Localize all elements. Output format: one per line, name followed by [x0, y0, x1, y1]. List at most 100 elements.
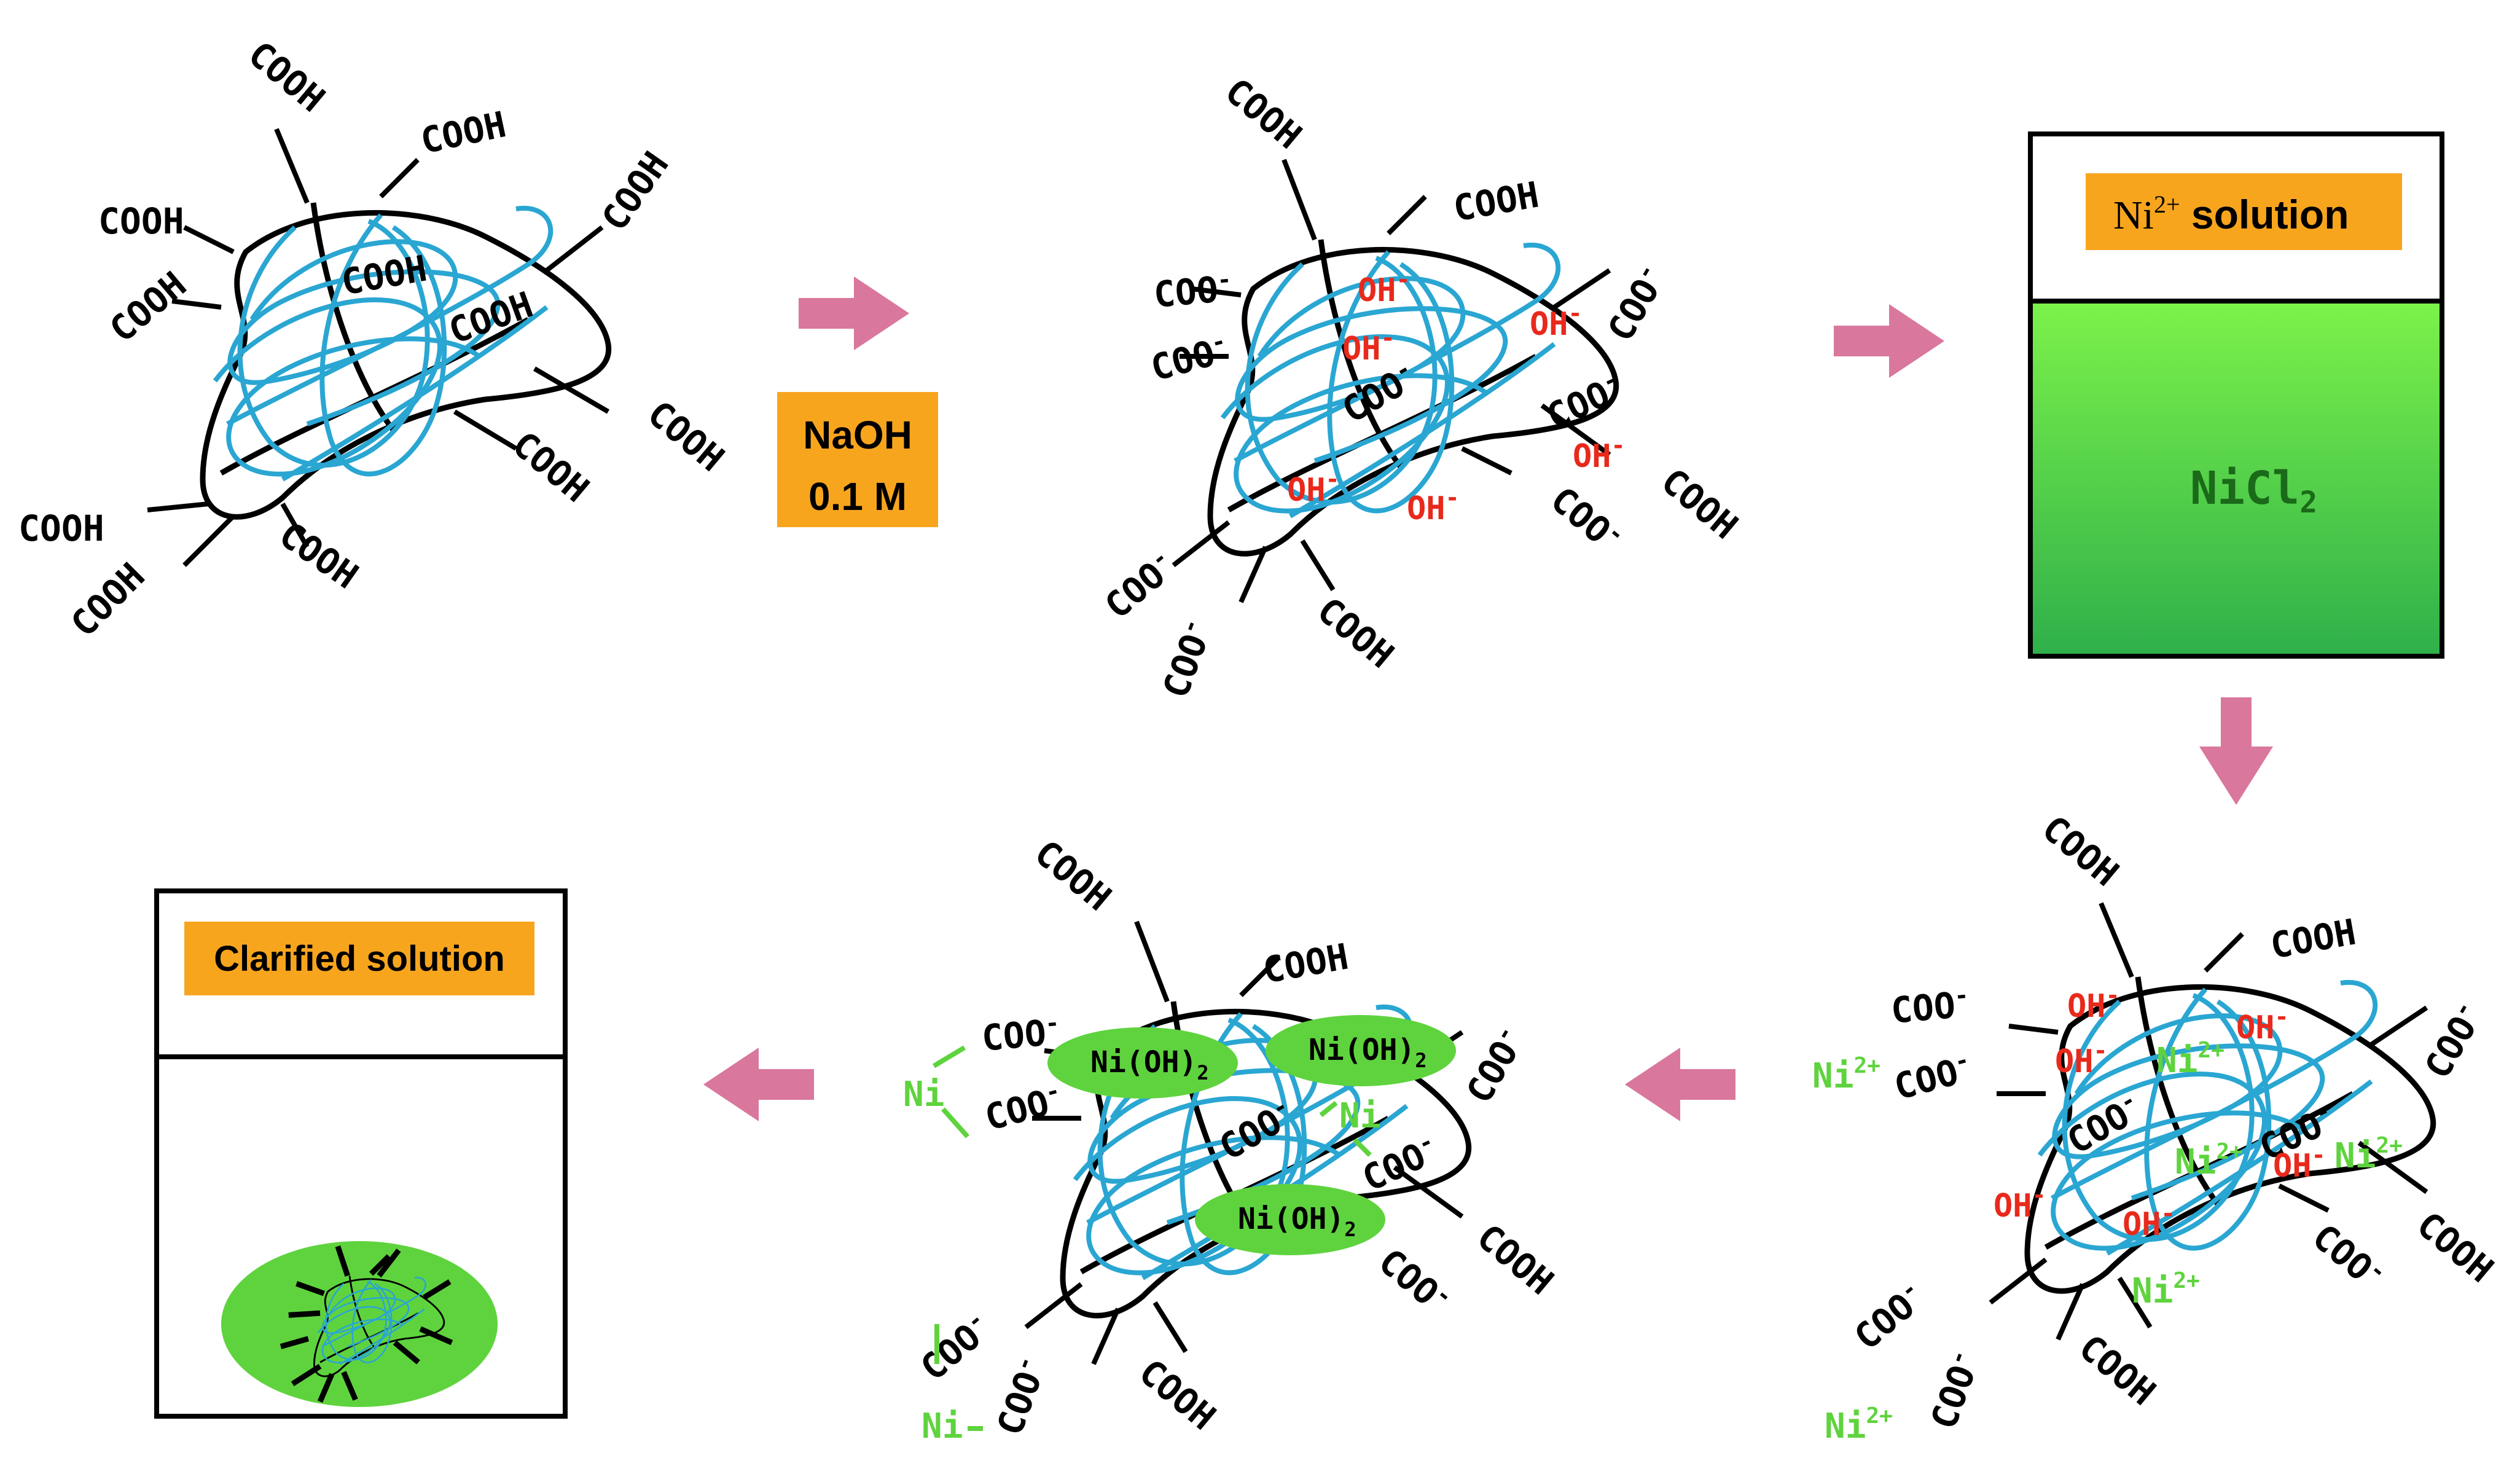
- cooh-group: COOH: [1450, 174, 1542, 230]
- nickel-hydroxide-particles: Ni(OH)2 Ni(OH)2 Ni(OH)2: [1047, 1015, 1456, 1255]
- nickel-bridges: Ni Ni Ni: [903, 1045, 1380, 1446]
- negative-charge: -: [1951, 1046, 1971, 1075]
- coo-group: COO-: [1095, 543, 1183, 627]
- negative-charge: -: [1446, 484, 1460, 511]
- negative-charge: -: [1326, 466, 1340, 493]
- nickel-atom: Ni: [903, 1075, 944, 1115]
- nickel-ions: Ni2+ Ni2+ Ni2+ Ni2+ Ni2+ Ni2+: [1812, 1038, 2403, 1446]
- beaker-nickel-solution: Ni2+ solution NiCl2: [2028, 131, 2444, 659]
- nickel-hydroxide-label: Ni(OH)2: [1309, 1033, 1427, 1072]
- hydroxide-ion: OH-: [2273, 1142, 2326, 1185]
- cooh-group: COOH: [1027, 832, 1119, 919]
- coo-group: COO-: [1889, 981, 1971, 1032]
- hydroxide-ion: OH-: [1358, 266, 1411, 309]
- cooh-group: COOH: [640, 393, 732, 480]
- hydroxide-ion: OH-: [1342, 324, 1395, 367]
- coo-group: COO-: [980, 1076, 1067, 1139]
- negative-charge: -: [1953, 981, 1970, 1009]
- bundle-deprotonated: [1172, 159, 1616, 603]
- nickel-hydroxide-blob: [1266, 1015, 1456, 1086]
- cooh-group: COOH: [240, 33, 333, 120]
- arrow-down: [2199, 697, 2273, 805]
- cooh-group: COOH: [1653, 460, 1746, 547]
- negative-charge: -: [2094, 1037, 2108, 1064]
- reagent-name: NaOH: [803, 413, 912, 457]
- beaker-content: NiCl2: [2190, 462, 2317, 520]
- arrow-left: [1625, 1048, 1735, 1121]
- negative-charge: -: [2115, 1086, 2140, 1116]
- negative-charge: -: [2447, 996, 2478, 1022]
- negative-charge: -: [1396, 266, 1411, 293]
- cooh-group: COOH: [504, 423, 597, 511]
- arrow-left: [703, 1048, 814, 1121]
- negative-charge: -: [1603, 519, 1631, 548]
- coo-group: COO-: [1457, 1021, 1533, 1110]
- negative-charge: -: [1630, 259, 1661, 284]
- negative-charge: -: [1044, 1009, 1060, 1037]
- cooh-group: COOH: [98, 200, 184, 242]
- coo-group: COO-: [1889, 1046, 1976, 1108]
- coo-group: COO-: [1543, 477, 1630, 560]
- cooh-group: COOH: [1131, 1351, 1224, 1438]
- negative-charge: -: [1895, 1274, 1923, 1304]
- negative-charge: -: [1009, 1352, 1039, 1375]
- bundle-with-nickel-ions: [1989, 902, 2433, 1341]
- nickel-hydroxide-blob: [1047, 1027, 1238, 1099]
- cooh-group: COOH: [272, 514, 366, 597]
- nickel-ion: Ni2+: [2175, 1139, 2243, 1182]
- cooh-group: COOH: [63, 555, 153, 645]
- negative-charge: -: [1042, 1076, 1062, 1106]
- cooh-group: COOH: [2409, 1204, 2502, 1291]
- reagent-box: NaOH 0.1 M: [777, 392, 938, 527]
- nickel-ion: Ni2+: [1825, 1403, 1893, 1446]
- bundle-initial: [147, 128, 609, 567]
- cooh-group: COOH: [2034, 807, 2127, 895]
- hydroxide-ion: OH-: [1407, 484, 1460, 527]
- cooh-group: COOH: [2268, 911, 2359, 967]
- cooh-group: COOH: [101, 264, 194, 351]
- precipitate: [221, 1241, 498, 1407]
- negative-charge: -: [1216, 265, 1232, 294]
- hydroxide-ion: OH-: [2236, 1003, 2289, 1046]
- nickel-hydroxide-label: Ni(OH)2: [1238, 1202, 1356, 1241]
- negative-charge: -: [1381, 324, 1395, 351]
- coo-group: COO-: [987, 1352, 1054, 1441]
- negative-charge: -: [2106, 982, 2120, 1009]
- negative-charge: -: [1431, 1280, 1459, 1310]
- negative-charge: -: [1414, 1127, 1438, 1158]
- cooh-group: COOH: [593, 144, 677, 238]
- cooh-group: COOH: [1469, 1216, 1562, 1303]
- nickel-atom: Ni: [922, 1406, 963, 1446]
- hydroxide-ion: OH-: [1530, 300, 1583, 343]
- negative-charge: -: [961, 1305, 989, 1335]
- nickel-ion: Ni2+: [2156, 1038, 2225, 1081]
- coo-group: COO-: [1920, 1346, 1988, 1435]
- cooh-group: COOH: [2071, 1327, 2164, 1414]
- negative-charge: -: [2365, 1256, 2393, 1285]
- negative-charge: -: [1208, 327, 1228, 356]
- negative-charge: -: [1611, 432, 1626, 459]
- negative-charge: -: [2312, 1142, 2326, 1169]
- cooh-group: COOH: [1260, 936, 1352, 992]
- beaker-label: Clarified solution: [214, 939, 505, 979]
- nickel-hydroxide-blob: [1195, 1184, 1385, 1255]
- negative-charge: -: [1175, 615, 1205, 638]
- coo-group: COO-: [911, 1305, 999, 1389]
- nickel-ion: Ni2+: [2334, 1133, 2403, 1176]
- coo-group: COO-: [1371, 1239, 1458, 1322]
- nickel-ion: Ni2+: [1812, 1053, 1880, 1096]
- hydroxide-labels: OH- OH- OH- OH- OH- OH-: [1287, 266, 1626, 527]
- nickel-atom: Ni: [1339, 1096, 1380, 1136]
- hydroxide-ion: OH-: [2067, 982, 2120, 1025]
- hydroxide-ion: OH-: [1573, 432, 1626, 475]
- cooh-group: COOH: [18, 508, 104, 549]
- nickel-hydroxide-label: Ni(OH)2: [1090, 1045, 1209, 1084]
- negative-charge: -: [1568, 300, 1583, 327]
- groups-panel2: COOH COOH COO- COO- COO- COO- COO- COOH …: [1095, 70, 1745, 704]
- negative-charge: -: [2161, 1200, 2175, 1227]
- coo-group: COO-: [1152, 615, 1220, 704]
- arrow-right: [1834, 304, 1944, 378]
- coo-group: COO-: [1540, 365, 1629, 437]
- negative-charge: -: [2275, 1003, 2289, 1030]
